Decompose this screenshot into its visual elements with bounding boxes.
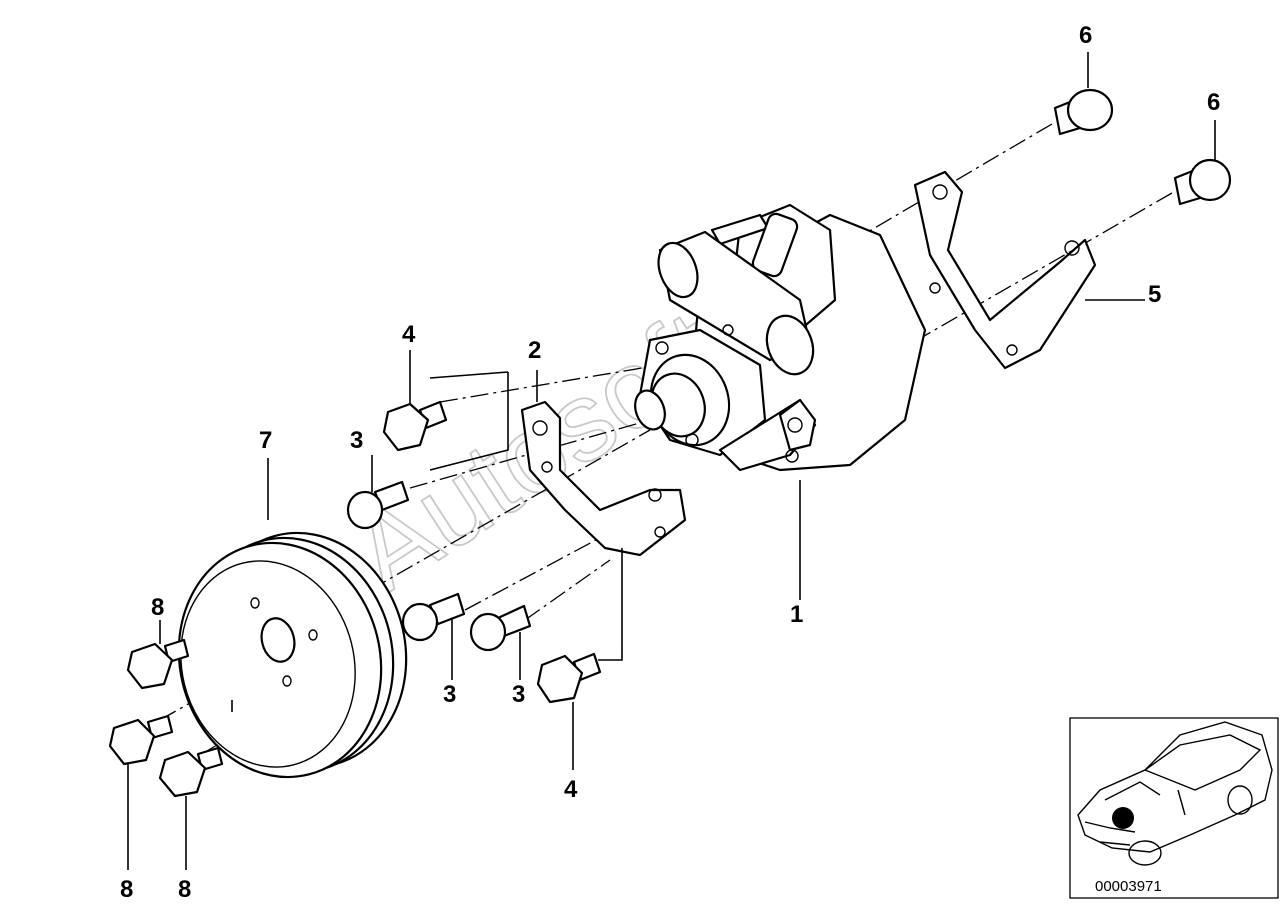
location-marker <box>1112 807 1134 829</box>
bolt-6-upper <box>1053 88 1114 136</box>
callout-4-lower: 4 <box>564 776 578 803</box>
callout-3-left: 3 <box>443 681 456 708</box>
callout-8-upper: 8 <box>151 594 164 621</box>
callouts: 1 2 3 3 3 4 4 5 6 6 7 8 8 8 <box>120 22 1220 903</box>
callout-1: 1 <box>790 601 803 628</box>
callout-3-right: 3 <box>512 681 525 708</box>
callout-8-right: 8 <box>178 876 191 903</box>
bracket-5 <box>913 170 1097 370</box>
callout-5: 5 <box>1148 281 1161 308</box>
leader-lines <box>127 52 1216 870</box>
bolt-8-c <box>158 746 224 798</box>
callout-6-upper: 6 <box>1079 22 1092 49</box>
pulley <box>177 531 408 779</box>
callout-2: 2 <box>528 337 541 364</box>
bolt-4-lower <box>536 652 602 704</box>
diagram-reference-number: 00003971 <box>1095 878 1162 895</box>
callout-6-lower: 6 <box>1207 89 1220 116</box>
bolt-8-b <box>108 714 174 766</box>
bolt-3-a <box>346 480 410 530</box>
power-steering-pump <box>634 203 927 472</box>
bolt-3-b <box>401 592 466 642</box>
vehicle-inset: 00003971 <box>1069 717 1279 899</box>
bolt-4-upper <box>382 400 448 452</box>
callout-4-upper: 4 <box>402 321 416 348</box>
bolt-3-c <box>469 604 532 652</box>
bracket-2 <box>520 400 687 557</box>
callout-3-upper: 3 <box>350 427 363 454</box>
callout-7: 7 <box>259 427 272 454</box>
bolt-6-lower <box>1173 158 1232 206</box>
callout-8-left: 8 <box>120 876 133 903</box>
car-outline-icon <box>1077 721 1273 866</box>
bolt-8-a <box>126 638 190 690</box>
